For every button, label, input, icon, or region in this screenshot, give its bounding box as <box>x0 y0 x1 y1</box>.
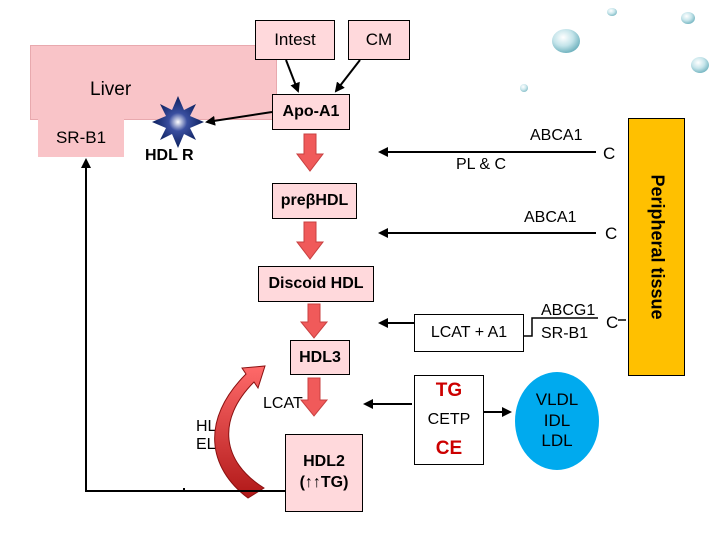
abca1-mid-label: ABCA1 <box>524 209 577 226</box>
liver-label: Liver <box>90 79 132 100</box>
pl-c-label: PL & C <box>456 156 507 173</box>
hl-label: HL <box>196 418 217 435</box>
hdl2-box: HDL2 (↑↑TG) <box>285 434 363 512</box>
hdl-receptor-burst <box>152 96 204 148</box>
c-label: C <box>603 144 616 163</box>
cm-to-apo-a1-arrow <box>334 59 361 93</box>
c-label: C <box>605 224 618 243</box>
droplet <box>681 12 695 24</box>
droplet <box>607 8 617 16</box>
droplet <box>691 57 709 73</box>
discoid-hdl-box: Discoid HDL <box>258 266 374 302</box>
ldl-label: LDL <box>541 431 573 451</box>
down-arrow <box>295 221 325 260</box>
vldl-idl-ldl-circle: VLDL IDL LDL <box>515 372 599 470</box>
droplet <box>520 84 528 92</box>
apo-a1-to-liver-arrow <box>205 111 273 126</box>
intest-box: Intest <box>255 20 335 60</box>
cm-box: CM <box>348 20 410 60</box>
peripheral-tissue-box: Peripheral tissue <box>628 118 685 376</box>
liver-region <box>30 45 277 120</box>
hdl2-to-sr-b1-arrow <box>81 158 184 492</box>
sr-b1-box: SR-B1 <box>38 119 124 157</box>
apo-a1-box: Apo-A1 <box>272 94 350 130</box>
vldl-label: VLDL <box>535 390 579 410</box>
cetp-label: CETP <box>427 410 471 428</box>
hdl2-tg-label: (↑↑TG) <box>299 474 349 491</box>
hl-el-curved-arrow <box>214 365 266 499</box>
hdl-receptor-label: HDL R <box>145 147 194 164</box>
tg-label: TG <box>435 380 463 402</box>
hdl3-box: HDL3 <box>290 340 350 375</box>
down-arrow <box>299 377 329 417</box>
lcat-label: LCAT <box>263 395 303 412</box>
abcg1-label: ABCG1 <box>541 302 596 319</box>
droplet <box>552 29 580 53</box>
abca1-top-label: ABCA1 <box>530 127 583 144</box>
sr-b1-label: SR-B1 <box>541 325 589 342</box>
down-arrow <box>299 303 329 339</box>
idl-label: IDL <box>543 410 571 430</box>
ce-label: CE <box>435 437 463 459</box>
pre-beta-hdl-box: preβHDL <box>272 183 357 219</box>
hdl2-label: HDL2 <box>303 453 345 471</box>
lcat-a1-box: LCAT + A1 <box>414 314 524 352</box>
c-label: C <box>606 313 619 332</box>
stage-arrows <box>295 133 329 417</box>
el-label: EL <box>196 436 216 453</box>
down-arrow <box>295 133 325 172</box>
hdl2-to-sr-b1-path <box>183 488 285 492</box>
intest-to-apo-a1-arrow <box>285 59 300 93</box>
abcg1-bracket <box>524 317 598 337</box>
cetp-box: TG CETP CE <box>414 375 484 465</box>
